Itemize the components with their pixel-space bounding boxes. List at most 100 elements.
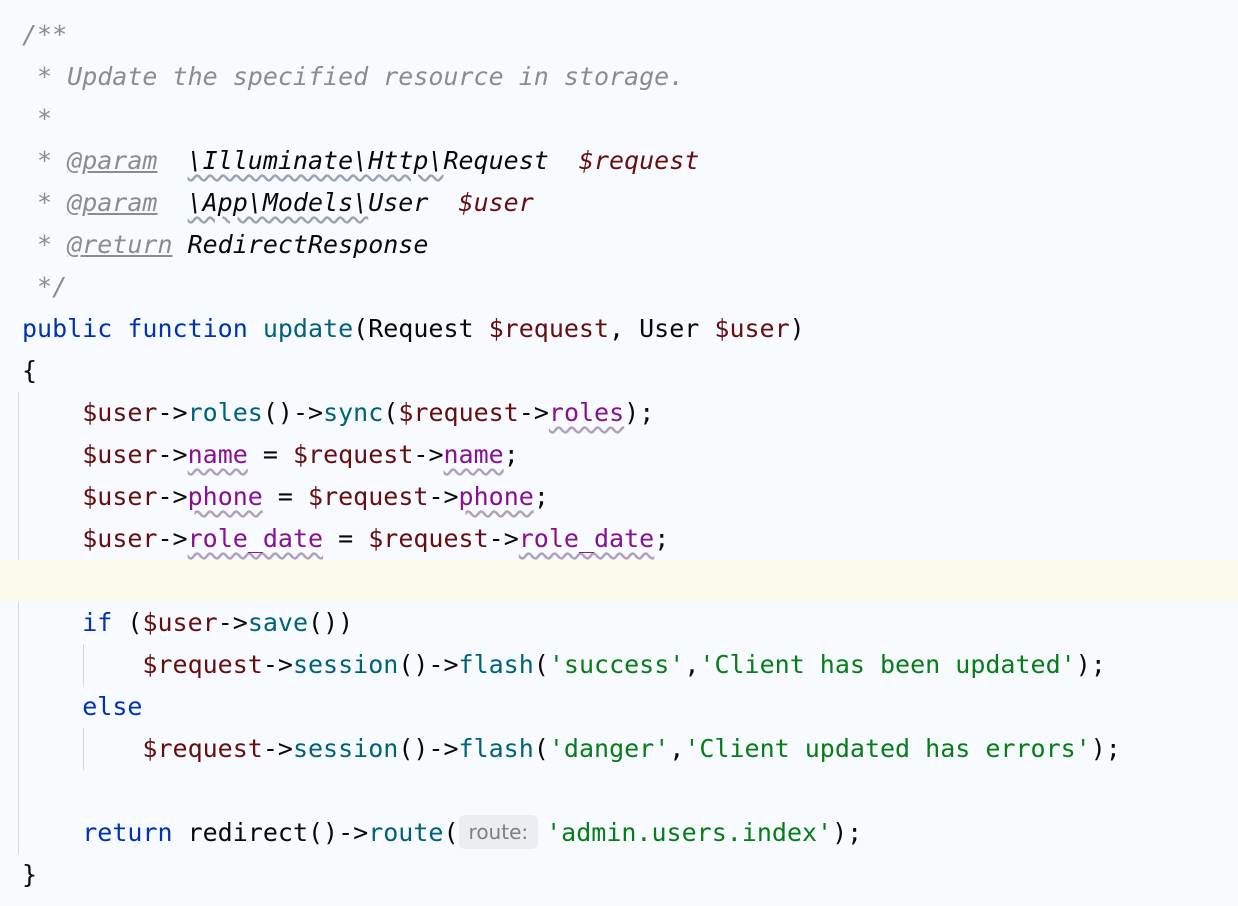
code-line-5[interactable]: * @param \App\Models\User $user — [0, 182, 1238, 224]
code-token — [22, 482, 82, 511]
code-token: public — [22, 314, 128, 343]
code-token: redirect()-> — [172, 818, 369, 847]
code-line-11[interactable]: $user->name = $request->name; — [0, 434, 1238, 476]
code-token: flash — [458, 734, 534, 763]
code-token: -> — [428, 482, 459, 511]
code-line-21[interactable]: } — [0, 854, 1238, 896]
code-line-6[interactable]: * @return RedirectResponse — [0, 224, 1238, 266]
code-token — [22, 734, 142, 763]
code-token: -> — [262, 650, 293, 679]
code-token: */ — [22, 272, 68, 301]
code-line-1[interactable]: /** — [0, 14, 1238, 56]
code-line-8[interactable]: public function update(Request $request,… — [0, 308, 1238, 350]
code-line-2[interactable]: * Update the specified resource in stora… — [0, 56, 1238, 98]
code-token: -> — [413, 440, 444, 469]
code-token: function — [127, 314, 263, 343]
code-token: 'success' — [548, 650, 685, 679]
code-token: -> — [157, 440, 188, 469]
code-token: ; — [503, 440, 519, 469]
code-token: -> — [488, 524, 519, 553]
indent-guide-if-branch — [83, 644, 84, 686]
code-token: 'admin.users.index' — [546, 818, 833, 847]
code-token: ()-> — [262, 398, 324, 427]
code-token: ( — [443, 818, 459, 847]
code-line-9[interactable]: { — [0, 350, 1238, 392]
code-token: RedirectResponse — [187, 230, 429, 259]
code-token: -> — [262, 734, 293, 763]
code-token — [22, 818, 82, 847]
code-token: sync — [323, 398, 384, 427]
code-token: 'Client has been updated' — [699, 650, 1076, 679]
code-token: $user — [142, 608, 218, 637]
indent-guide-else-branch — [83, 728, 84, 770]
code-token: roles — [548, 398, 625, 427]
code-token: $user — [458, 188, 534, 217]
code-line-10[interactable]: $user->roles()->sync($request->roles); — [0, 392, 1238, 434]
code-token: role_date — [518, 524, 655, 553]
code-line-12[interactable]: $user->phone = $request->phone; — [0, 476, 1238, 518]
code-token: ; — [533, 482, 549, 511]
code-token: @param — [67, 188, 158, 217]
code-token: ); — [1075, 650, 1106, 679]
code-token: ); — [624, 398, 655, 427]
code-token: $request — [368, 524, 489, 553]
code-token: @return — [67, 230, 173, 259]
code-line-17[interactable]: else — [0, 686, 1238, 728]
code-token: User — [368, 188, 429, 217]
code-token: else — [82, 692, 143, 721]
code-token: = — [262, 482, 309, 511]
code-token: ( — [112, 608, 143, 637]
code-token: } — [22, 860, 38, 889]
code-line-16[interactable]: $request->session()->flash('success','Cl… — [0, 644, 1238, 686]
code-token — [22, 524, 82, 553]
code-token: $user — [82, 398, 158, 427]
code-line-3[interactable]: * — [0, 98, 1238, 140]
code-line-13[interactable]: $user->role_date = $request->role_date; — [0, 518, 1238, 560]
code-token: return — [82, 818, 173, 847]
code-token — [157, 146, 187, 175]
code-line-7[interactable]: */ — [0, 266, 1238, 308]
code-token: = — [323, 524, 369, 553]
code-token: save — [247, 608, 309, 637]
code-token: , User — [609, 314, 715, 343]
code-token — [157, 188, 187, 217]
code-token — [549, 146, 579, 175]
code-token — [428, 188, 458, 217]
code-token: phone — [187, 482, 263, 511]
code-token: (Request — [353, 314, 489, 343]
code-token: $request — [142, 650, 263, 679]
code-line-14[interactable] — [0, 560, 1238, 602]
code-token: session — [292, 734, 399, 763]
code-token: ()-> — [398, 734, 459, 763]
code-token: , — [669, 734, 685, 763]
code-token: Request — [443, 146, 549, 175]
code-token: ) — [789, 314, 805, 343]
code-line-20[interactable]: return redirect()->route(route:'admin.us… — [0, 812, 1238, 854]
code-token — [22, 398, 82, 427]
code-token: \App\Models\ — [187, 188, 369, 217]
code-token: 'danger' — [548, 734, 670, 763]
code-token: name — [187, 440, 248, 469]
code-token: $user — [714, 314, 790, 343]
code-token: ( — [533, 734, 549, 763]
code-token: ()-> — [398, 650, 459, 679]
code-token: roles — [187, 398, 263, 427]
code-token: route — [368, 818, 444, 847]
code-line-15[interactable]: if ($user->save()) — [0, 602, 1238, 644]
code-token: * — [22, 188, 68, 217]
code-token: $request — [142, 734, 263, 763]
indent-guide-function-body — [18, 392, 19, 854]
code-token — [22, 440, 82, 469]
code-line-4[interactable]: * @param \Illuminate\Http\Request $reque… — [0, 140, 1238, 182]
code-lines: /** * Update the specified resource in s… — [0, 14, 1238, 896]
code-editor[interactable]: /** * Update the specified resource in s… — [0, 14, 1238, 896]
code-token: $request — [578, 146, 700, 175]
code-token: ; — [654, 524, 670, 553]
code-token: -> — [217, 608, 248, 637]
code-line-19[interactable] — [0, 770, 1238, 812]
code-token: role_date — [187, 524, 324, 553]
code-token: $user — [82, 482, 158, 511]
code-line-18[interactable]: $request->session()->flash('danger','Cli… — [0, 728, 1238, 770]
code-token: $request — [398, 398, 519, 427]
code-token: ); — [1090, 734, 1121, 763]
